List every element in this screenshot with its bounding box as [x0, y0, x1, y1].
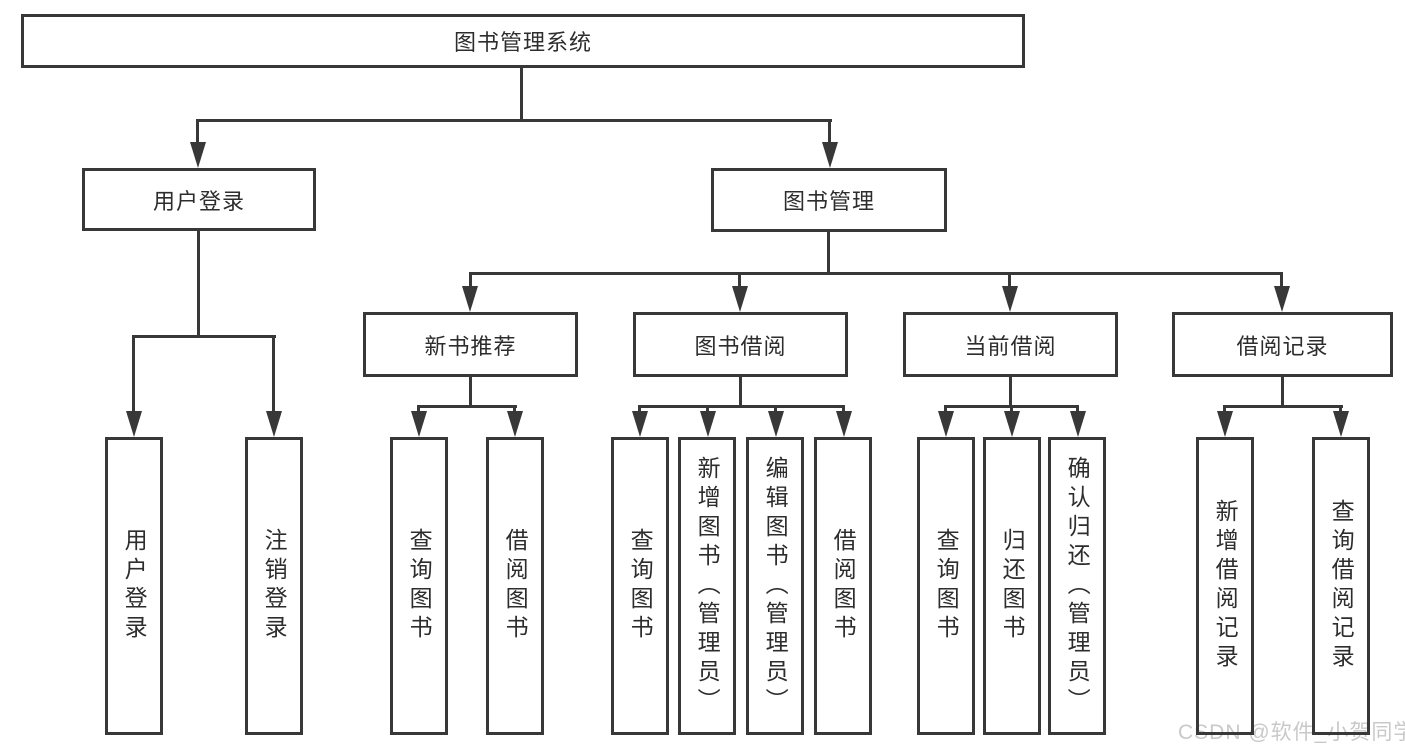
connector-login-stem	[197, 230, 200, 337]
leaf-add-borrow-record: 新增借阅记录	[1196, 437, 1254, 735]
leaf-borrow-books-1: 借阅图书	[486, 437, 544, 735]
leaf-logout: 注销登录	[245, 437, 303, 735]
leaf-return-books: 归还图书	[983, 437, 1041, 735]
arrowhead-icon	[938, 411, 954, 437]
node-label: 编辑图书（管理员）	[762, 455, 789, 717]
node-book-borrowing: 图书借阅	[633, 312, 848, 377]
node-label: 当前借阅	[964, 333, 1057, 359]
node-library-management-system: 图书管理系统	[21, 14, 1025, 68]
connector-login-branch	[132, 335, 276, 338]
connector-borrow-stem	[739, 377, 742, 407]
csdn-watermark: CSDN @软件_小贺同学	[1178, 721, 1405, 744]
node-label: 确认归还（管理员）	[1064, 455, 1091, 717]
node-label: 查询图书	[933, 528, 960, 644]
arrowhead-icon	[1002, 286, 1018, 312]
node-label: 用户登录	[152, 188, 245, 214]
node-label: 图书管理	[782, 189, 875, 214]
arrowhead-icon	[507, 411, 523, 437]
leaf-edit-books-admin: 编辑图书（管理员）	[746, 437, 804, 735]
connector-arrow-stem	[1339, 405, 1342, 415]
arrowhead-icon	[266, 411, 282, 437]
node-label: 图书借阅	[694, 333, 787, 359]
connector-arrow-stem	[1010, 405, 1013, 415]
node-new-book-recommend: 新书推荐	[363, 312, 578, 377]
connector-arrow-stem	[1008, 272, 1011, 288]
node-label: 新增借阅记录	[1212, 499, 1239, 673]
connector-root-branch	[197, 119, 832, 122]
connector-current-stem	[1009, 377, 1012, 407]
connector-arrow-stem	[1280, 272, 1283, 288]
node-label: 注销登录	[261, 528, 288, 644]
node-borrowing-records: 借阅记录	[1172, 312, 1393, 377]
node-label: 归还图书	[999, 528, 1026, 644]
connector-arrow-stem	[842, 405, 845, 415]
connector-arrow-stem	[706, 405, 709, 415]
arrowhead-icon	[1004, 411, 1020, 437]
node-label: 查询借阅记录	[1328, 499, 1355, 673]
leaf-query-books-1: 查询图书	[390, 437, 448, 735]
connector-arrow-stem	[774, 405, 777, 415]
connector-mgmt-branch	[469, 272, 1283, 275]
node-label: 新增图书（管理员）	[694, 455, 721, 717]
connector-arrow-stem	[513, 405, 516, 415]
connector-arrow-stem	[469, 272, 472, 288]
node-label: 借阅图书	[502, 528, 529, 644]
arrowhead-icon	[732, 286, 748, 312]
node-current-borrowing: 当前借阅	[903, 312, 1118, 377]
connector-borrow-branch	[638, 405, 845, 408]
arrowhead-icon	[1217, 411, 1233, 437]
arrowhead-icon	[462, 286, 478, 312]
leaf-borrow-books-2: 借阅图书	[814, 437, 872, 735]
node-label: 用户登录	[121, 528, 148, 644]
node-label: 查询图书	[406, 528, 433, 644]
node-label: 图书管理系统	[453, 30, 592, 55]
node-book-management: 图书管理	[711, 168, 947, 232]
leaf-user-login: 用户登录	[105, 437, 163, 735]
connector-arrow-stem	[1223, 405, 1226, 415]
node-user-login: 用户登录	[82, 168, 316, 231]
connector-root-stem	[520, 68, 523, 120]
arrowhead-icon	[126, 411, 142, 437]
arrowhead-icon	[768, 411, 784, 437]
connector-arrow-stem	[1076, 405, 1079, 415]
node-label: 借阅记录	[1236, 333, 1329, 359]
connector-records-branch	[1223, 405, 1343, 408]
connector-newbooks-stem	[469, 377, 472, 407]
connector-arrow-stem	[944, 405, 947, 415]
arrowhead-icon	[1070, 411, 1086, 437]
leaf-query-borrow-record: 查询借阅记录	[1312, 437, 1370, 735]
connector-newbooks-branch	[418, 405, 517, 408]
node-label: 借阅图书	[830, 528, 857, 644]
arrowhead-icon	[822, 142, 838, 168]
connector-arrow-stem	[738, 272, 741, 288]
connector-arrow-stem	[272, 335, 275, 413]
connector-arrow-stem	[828, 119, 831, 146]
connector-mgmt-stem	[827, 232, 830, 274]
arrowhead-icon	[411, 411, 427, 437]
node-label: 查询图书	[627, 528, 654, 644]
arrowhead-icon	[190, 142, 206, 168]
connector-records-stem	[1281, 377, 1284, 407]
arrowhead-icon	[632, 411, 648, 437]
node-label: 新书推荐	[424, 333, 517, 359]
leaf-confirm-return-admin: 确认归还（管理员）	[1048, 437, 1106, 735]
connector-arrow-stem	[417, 405, 420, 415]
connector-arrow-stem	[638, 405, 641, 415]
arrowhead-icon	[836, 411, 852, 437]
arrowhead-icon	[1333, 411, 1349, 437]
connector-arrow-stem	[132, 335, 135, 413]
arrowhead-icon	[1274, 286, 1290, 312]
leaf-query-books-2: 查询图书	[611, 437, 669, 735]
arrowhead-icon	[700, 411, 716, 437]
leaf-query-books-3: 查询图书	[917, 437, 975, 735]
connector-arrow-stem	[196, 119, 199, 146]
leaf-add-books-admin: 新增图书（管理员）	[678, 437, 736, 735]
